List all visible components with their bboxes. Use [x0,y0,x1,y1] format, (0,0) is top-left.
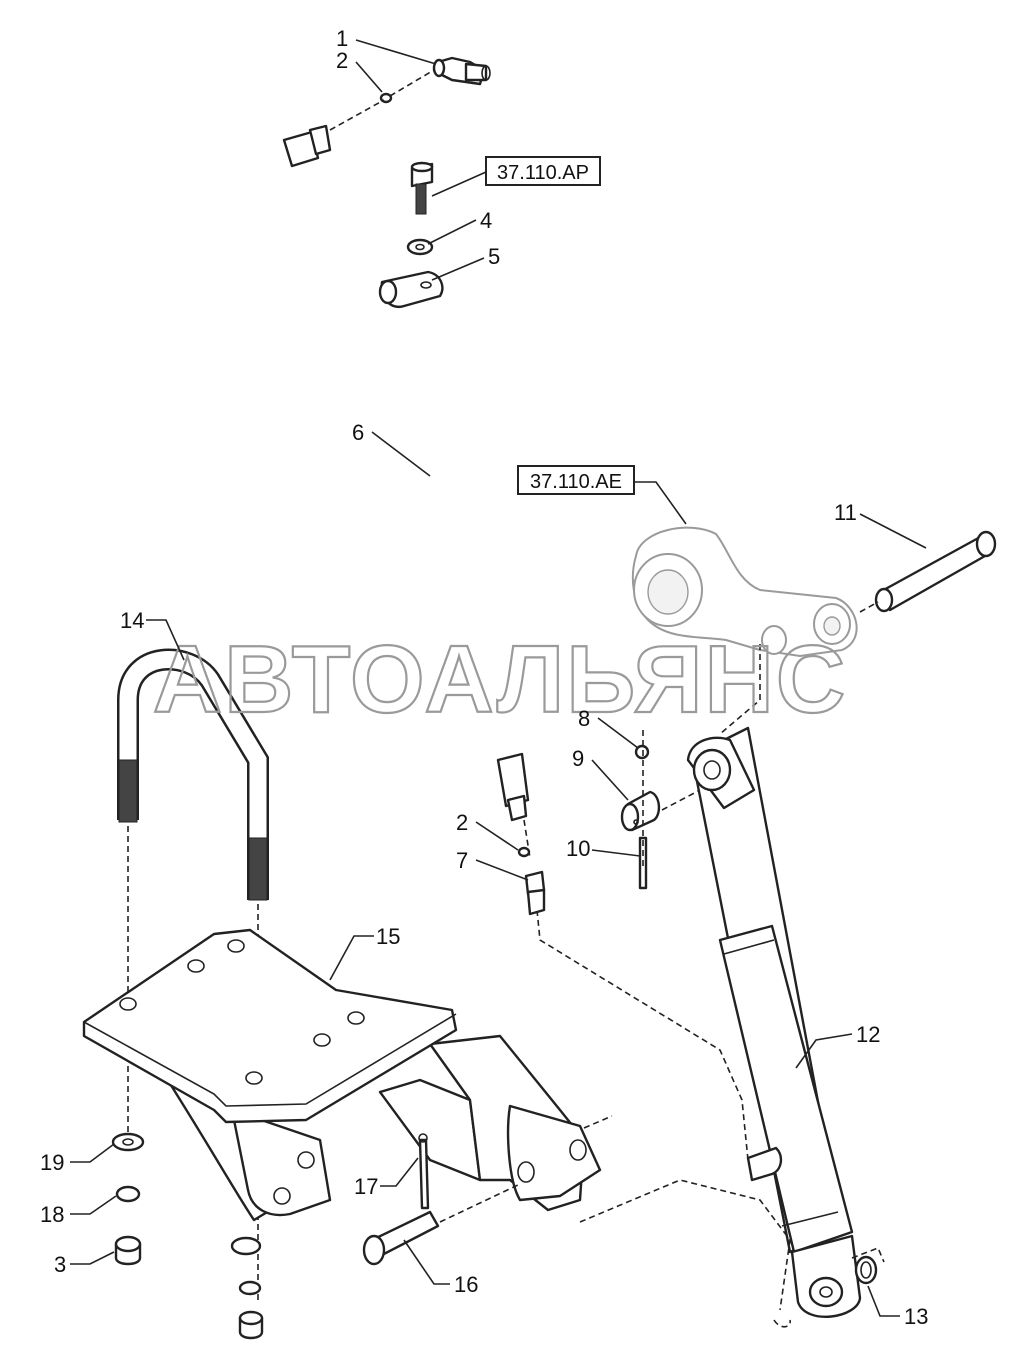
washer-right [230,1236,262,1256]
callout-17: 17 [354,1174,378,1199]
callout-9: 9 [572,746,584,771]
hydraulic-cylinder [686,726,862,1318]
nut-3 [114,1235,142,1266]
callout-numbers: 1 2 4 5 6 2 7 8 9 10 11 12 13 14 15 16 1… [40,26,928,1329]
callout-16: 16 [454,1272,478,1297]
ghost-rocker-arm [631,526,858,657]
callout-7: 7 [456,848,468,873]
clamp-bolt [410,161,434,215]
callout-2-bottom: 2 [456,810,468,835]
callout-19: 19 [40,1150,64,1175]
watermark: АВТОАЛЬЯНС [153,626,847,733]
callout-15: 15 [376,924,400,949]
ref-box-37-110-ae[interactable]: 37.110.AE [517,465,635,495]
callout-12: 12 [856,1022,880,1047]
snap-ring-13 [854,1255,878,1285]
washer-4 [406,238,434,256]
spacer-9 [620,790,661,832]
lock-washer-right [238,1280,262,1296]
washer-19 [111,1132,145,1152]
u-bolt [117,648,269,901]
elbow-fitting [432,56,491,86]
ref-label-37-110-ae: 37.110.AE [530,471,622,493]
o-ring-bottom [517,846,531,858]
hydraulic-hose [212,124,530,822]
callout-13: 13 [904,1304,928,1329]
ref-box-37-110-ap[interactable]: 37.110.AP [485,156,601,186]
callout-6: 6 [352,420,364,445]
callout-5: 5 [488,244,500,269]
callout-leaders [70,39,927,1317]
callout-1: 1 [336,26,348,51]
callout-2-top: 2 [336,48,348,73]
fitting-7 [524,870,546,916]
hose-clamp [378,270,444,309]
pivot-pin [874,530,997,613]
callout-18: 18 [40,1202,64,1227]
callout-8: 8 [578,706,590,731]
callout-11: 11 [834,500,857,525]
nut-right [238,1310,264,1340]
mounting-bracket [82,928,602,1222]
callout-4: 4 [480,208,492,233]
callout-3: 3 [54,1252,66,1277]
linch-pin-17 [418,1133,430,1210]
lock-washer-18 [115,1185,141,1203]
clevis-pin-16 [362,1210,440,1266]
callout-14: 14 [120,608,144,633]
ref-label-37-110-ap: 37.110.AP [497,162,589,184]
callout-10: 10 [566,836,590,861]
nut-8 [634,744,650,760]
